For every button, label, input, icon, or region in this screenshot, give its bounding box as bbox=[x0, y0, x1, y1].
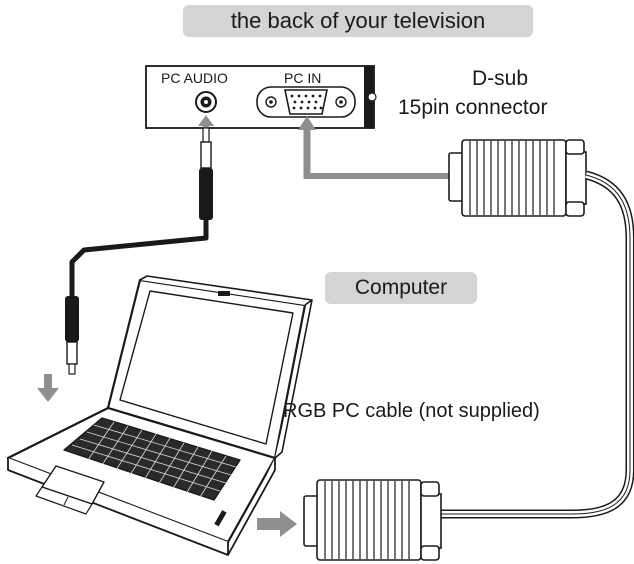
computer-audio-arrow-icon bbox=[37, 374, 59, 402]
dsub-connector-top bbox=[448, 139, 587, 217]
pc-in-label: PC IN bbox=[284, 70, 322, 86]
pc-in-vga-port bbox=[256, 86, 356, 118]
laptop-computer bbox=[6, 275, 313, 556]
laptop-keyboard bbox=[63, 417, 241, 501]
audio-in-arrow-icon bbox=[198, 115, 214, 136]
dsub-connector-bottom bbox=[303, 479, 442, 561]
pc-audio-label: PC AUDIO bbox=[161, 70, 228, 86]
dsub-label-line2: 15pin connector bbox=[398, 96, 548, 119]
laptop-touchpad bbox=[35, 465, 105, 515]
computer-vga-arrow-icon bbox=[257, 511, 297, 537]
rgb-cable-label: RGB PC cable (not supplied) bbox=[283, 400, 540, 422]
computer-label: Computer bbox=[325, 272, 477, 304]
audio-cable bbox=[65, 127, 213, 375]
panel-screw-icon bbox=[367, 92, 377, 102]
pc-audio-jack bbox=[195, 91, 217, 113]
arrows bbox=[37, 115, 449, 537]
dsub-label-line1: D-sub bbox=[472, 67, 529, 90]
tv-back-label: the back of your television bbox=[183, 5, 533, 37]
tv-back-panel bbox=[145, 65, 377, 129]
rgb-cable bbox=[438, 170, 634, 519]
